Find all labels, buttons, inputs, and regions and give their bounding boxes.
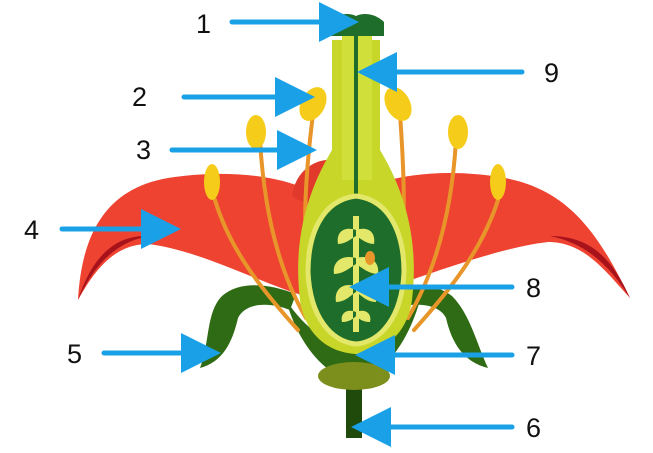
right-petal-edge	[550, 236, 630, 298]
label-2: 2	[132, 82, 147, 112]
label-7: 7	[526, 341, 541, 371]
anther	[204, 164, 220, 200]
label-4: 4	[24, 215, 39, 245]
anther	[246, 115, 266, 149]
number-labels: 1 2 3 4 5 6 7 8 9	[24, 9, 559, 443]
left-petal-edge	[78, 235, 150, 300]
anther	[384, 87, 412, 121]
anther	[299, 87, 327, 121]
label-6: 6	[526, 413, 541, 443]
ovule-highlight	[365, 251, 375, 265]
receptacle-base	[318, 362, 390, 390]
label-3: 3	[136, 135, 151, 165]
pistil	[298, 14, 414, 354]
anther	[490, 164, 506, 200]
label-5: 5	[67, 339, 82, 369]
label-9: 9	[544, 58, 559, 88]
anther	[448, 115, 468, 149]
label-1: 1	[196, 9, 211, 39]
left-sepal	[200, 285, 296, 368]
label-8: 8	[526, 273, 541, 303]
anthers	[204, 87, 506, 200]
pointer-arrows	[59, 2, 525, 447]
